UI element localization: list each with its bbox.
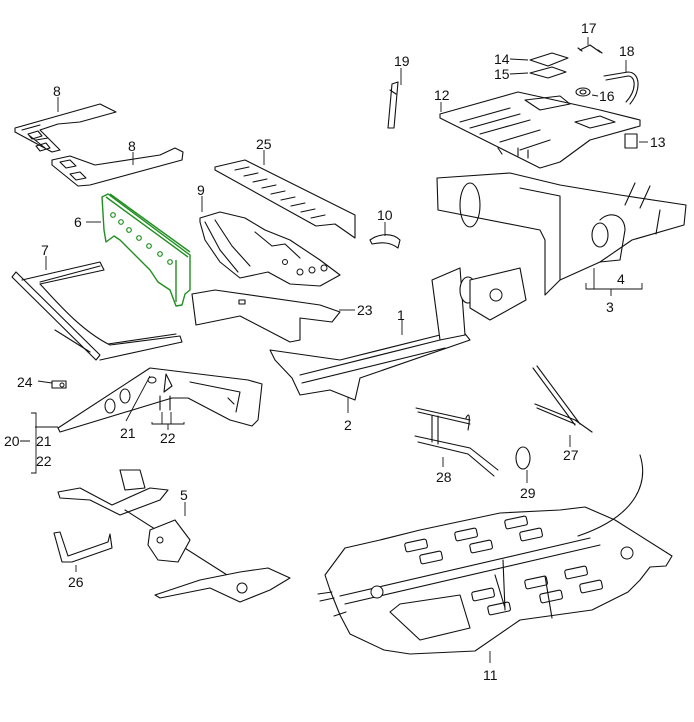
part-7-front-frame[interactable] — [11, 261, 183, 361]
part-6-highlighted-panel[interactable] — [101, 193, 191, 307]
callout-21-group[interactable]: 21 — [36, 433, 52, 449]
callout-25[interactable]: 25 — [256, 136, 272, 152]
part-25-slotted-panel[interactable] — [214, 159, 356, 239]
part-4-rear-frame[interactable] — [436, 172, 687, 296]
part-9-wheel-house[interactable] — [199, 211, 341, 287]
part-13-plate[interactable] — [624, 133, 638, 149]
callout-18[interactable]: 18 — [619, 43, 635, 59]
callout-22[interactable]: 22 — [160, 430, 176, 446]
part-11-floor-pan[interactable] — [317, 454, 673, 655]
callout-17[interactable]: 17 — [581, 20, 597, 36]
callout-labels: 1 2 3 4 5 6 7 8 8 9 10 11 12 13 14 15 16… — [4, 20, 666, 683]
callout-10[interactable]: 10 — [377, 207, 393, 223]
callout-19[interactable]: 19 — [394, 53, 410, 69]
callout-4[interactable]: 4 — [617, 271, 625, 287]
part-15-gasket[interactable] — [529, 66, 567, 79]
part-18-strap[interactable] — [603, 71, 639, 105]
callout-16[interactable]: 16 — [599, 88, 615, 104]
callout-15[interactable]: 15 — [494, 66, 510, 82]
callout-11[interactable]: 11 — [483, 667, 498, 683]
part-29-grommet[interactable] — [515, 446, 531, 470]
part-17-clip[interactable] — [577, 44, 603, 54]
part-16-grommet[interactable] — [575, 87, 591, 97]
callout-14[interactable]: 14 — [494, 51, 510, 67]
callout-26[interactable]: 26 — [68, 574, 84, 590]
callout-1[interactable]: 1 — [397, 307, 405, 323]
part-12-front-floor[interactable] — [439, 91, 641, 169]
leader-lines — [20, 37, 648, 663]
part-27-support[interactable] — [532, 365, 593, 433]
callout-23[interactable]: 23 — [357, 302, 373, 318]
callout-8-upper[interactable]: 8 — [53, 83, 61, 99]
callout-27[interactable]: 27 — [563, 447, 579, 463]
part-5-axle-support[interactable] — [57, 469, 291, 603]
callout-3[interactable]: 3 — [606, 299, 614, 315]
callout-9[interactable]: 9 — [197, 182, 205, 198]
callout-6[interactable]: 6 — [74, 214, 82, 230]
part-28-support[interactable] — [414, 407, 499, 477]
callout-7[interactable]: 7 — [41, 242, 49, 258]
callout-22-group[interactable]: 22 — [36, 453, 52, 469]
part-1-cross-tube[interactable] — [269, 267, 527, 401]
part-8-lower-panel[interactable] — [51, 147, 184, 187]
part-10-bracket[interactable] — [369, 234, 401, 249]
callout-8-lower[interactable]: 8 — [128, 138, 136, 154]
callout-12[interactable]: 12 — [434, 87, 450, 103]
callout-13[interactable]: 13 — [650, 134, 666, 150]
part-20-side-rail[interactable] — [57, 367, 263, 433]
callout-2[interactable]: 2 — [344, 417, 352, 433]
part-26-bracket[interactable] — [53, 531, 113, 563]
callout-20[interactable]: 20 — [4, 433, 20, 449]
part-24-clip[interactable] — [51, 380, 67, 389]
callout-29[interactable]: 29 — [520, 485, 536, 501]
part-14-cover[interactable] — [529, 52, 569, 67]
part-19-strip[interactable] — [387, 81, 399, 129]
callout-21[interactable]: 21 — [120, 425, 136, 441]
callout-24[interactable]: 24 — [17, 374, 33, 390]
part-23-rail[interactable] — [191, 289, 341, 343]
callout-5[interactable]: 5 — [180, 487, 188, 503]
part-8-upper-panel[interactable] — [14, 103, 117, 153]
callout-28[interactable]: 28 — [436, 469, 452, 485]
